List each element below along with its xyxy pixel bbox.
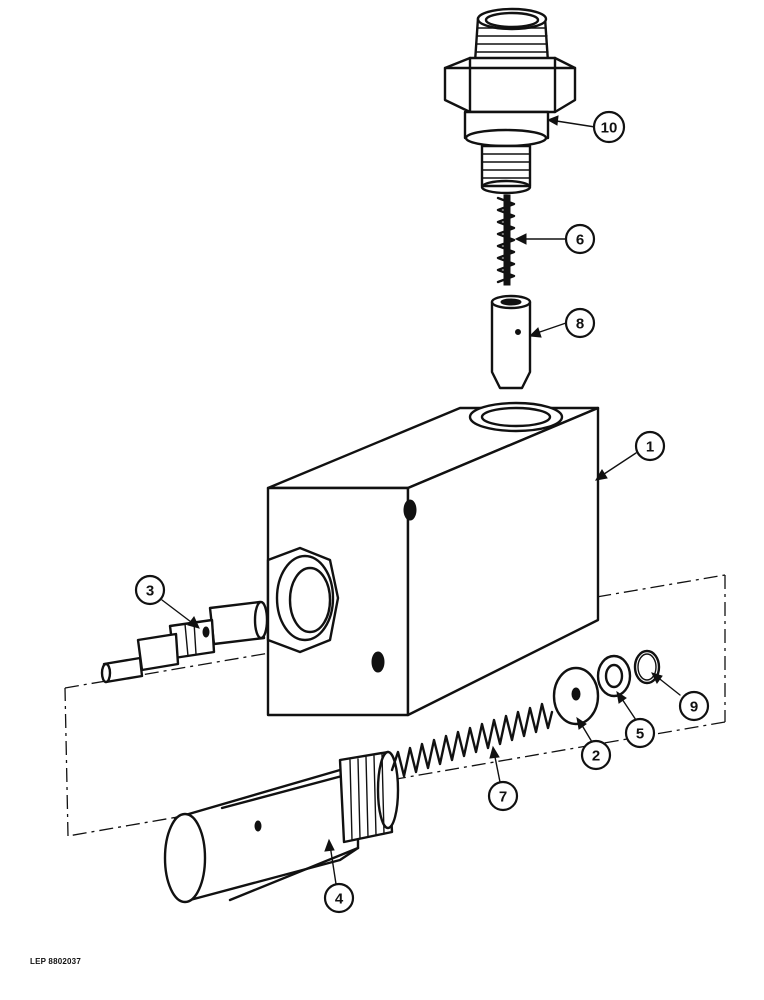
part-8-poppet bbox=[490, 294, 532, 390]
reference-code: LEP 8802037 bbox=[30, 957, 81, 966]
callout-8-label: 8 bbox=[576, 316, 584, 333]
callout-4: 4 bbox=[323, 882, 355, 914]
callout-1: 1 bbox=[634, 430, 666, 462]
callout-10: 10 bbox=[592, 110, 626, 144]
callout-6-label: 6 bbox=[576, 232, 584, 249]
part-10-fitting bbox=[443, 7, 577, 195]
callout-5-label: 5 bbox=[636, 726, 644, 743]
callout-9-label: 9 bbox=[690, 699, 698, 716]
part-3-spool bbox=[100, 600, 269, 684]
part-7-spring bbox=[390, 702, 554, 778]
callout-6: 6 bbox=[564, 223, 596, 255]
callout-5: 5 bbox=[624, 717, 656, 749]
callout-4-label: 4 bbox=[335, 891, 344, 908]
part-4-plug bbox=[163, 750, 400, 904]
part-9-o-ring bbox=[633, 649, 661, 685]
part-5-ring bbox=[596, 654, 632, 698]
part-6-spring bbox=[496, 194, 516, 286]
callout-2: 2 bbox=[580, 739, 612, 771]
callout-8: 8 bbox=[564, 307, 596, 339]
callout-2-label: 2 bbox=[592, 748, 600, 765]
leader-lines bbox=[161, 115, 681, 885]
callout-7: 7 bbox=[487, 780, 519, 812]
part-1-valve-body bbox=[266, 401, 600, 717]
callout-1-label: 1 bbox=[646, 439, 654, 456]
callout-3-label: 3 bbox=[146, 583, 154, 600]
part-2-washer bbox=[552, 666, 600, 726]
callout-9: 9 bbox=[678, 690, 710, 722]
callout-3: 3 bbox=[134, 574, 166, 606]
callout-7-label: 7 bbox=[499, 789, 507, 806]
callout-10-label: 10 bbox=[601, 120, 618, 137]
